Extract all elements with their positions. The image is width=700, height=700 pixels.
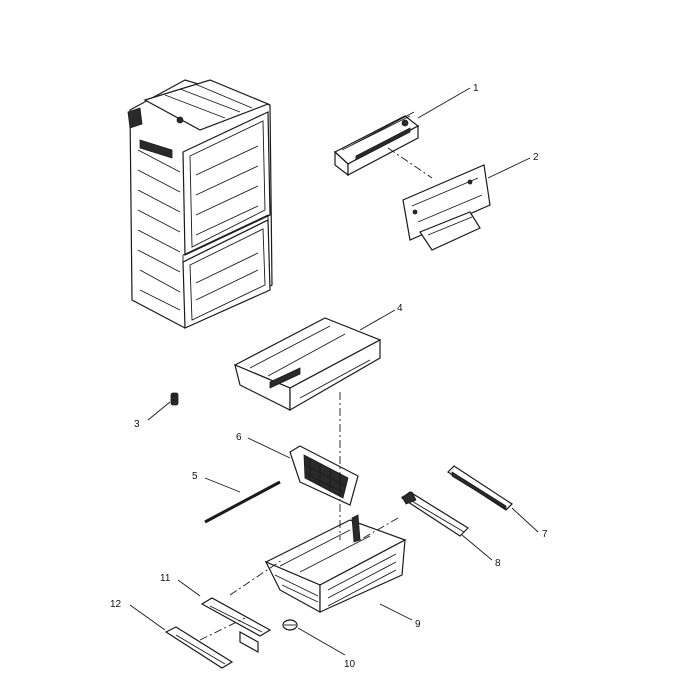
- assembly-lines: [199, 147, 433, 641]
- callout-7: 7: [542, 529, 548, 540]
- callout-11: 11: [160, 573, 171, 584]
- callout-9: 9: [415, 619, 421, 630]
- part-3-fastener: [170, 392, 179, 406]
- callout-3: 3: [134, 419, 140, 430]
- part-9-basket: [264, 514, 407, 614]
- part-2-mounting-plate: [402, 164, 491, 251]
- part-6-divider: [289, 445, 359, 506]
- callout-8: 8: [495, 558, 501, 569]
- callout-12: 12: [110, 599, 122, 610]
- callouts: 1 2 3 4 5 6 7 8 9 10 11 12: [110, 83, 548, 670]
- callout-4: 4: [397, 303, 403, 314]
- part-7-slide-rail: [447, 465, 513, 511]
- part-1-ice-maker: [333, 111, 420, 177]
- leader-lines: [129, 87, 539, 656]
- callout-1: 1: [473, 83, 479, 94]
- callout-6: 6: [236, 432, 242, 443]
- callout-2: 2: [533, 152, 539, 163]
- part-5-rod: [204, 480, 281, 524]
- part-10-small-part: [282, 619, 298, 631]
- refrigerator-cabinet: [127, 79, 273, 329]
- part-12-rail-cover: [164, 626, 234, 669]
- part-4-upper-tray: [233, 317, 382, 412]
- callout-10: 10: [344, 659, 356, 670]
- part-11-rail: [200, 597, 272, 654]
- part-8-slide-rail: [400, 491, 469, 537]
- callout-5: 5: [192, 471, 198, 482]
